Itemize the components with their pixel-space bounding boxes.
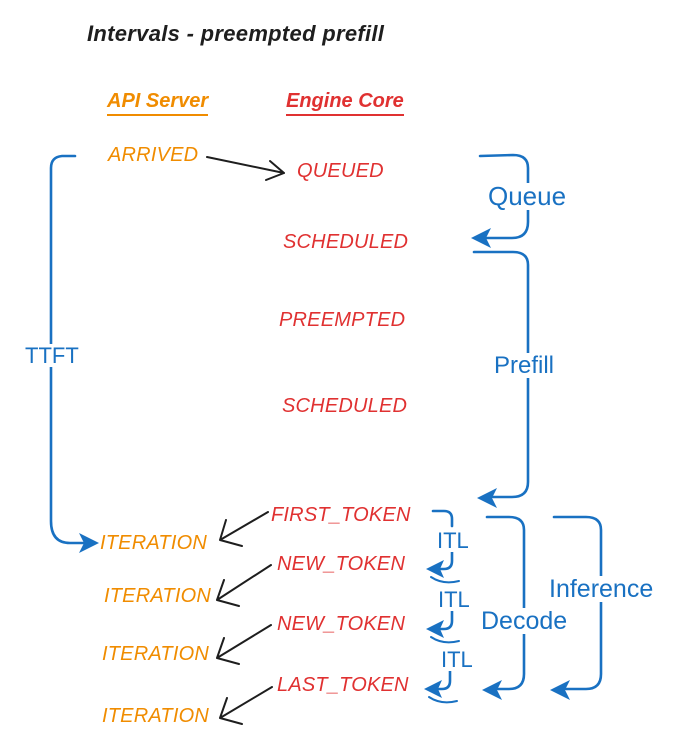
interval-label-itl-2: ITL [435, 588, 473, 611]
event-first-token: FIRST_TOKEN [271, 504, 411, 526]
event-new-token-1: NEW_TOKEN [277, 553, 406, 575]
arrow-arrived-to-queued [206, 156, 285, 181]
event-iteration-1: ITERATION [100, 532, 207, 554]
event-scheduled-1: SCHEDULED [283, 231, 409, 253]
arrow-first-token-to-iteration [219, 511, 269, 547]
arrow-last-token-to-iteration [219, 686, 273, 725]
event-queued: QUEUED [297, 160, 384, 182]
interval-label-prefill: Prefill [491, 353, 558, 378]
itl-bracket-2 [426, 608, 460, 644]
event-preempted: PREEMPTED [279, 309, 406, 331]
event-arrived: ARRIVED [108, 144, 199, 166]
event-last-token: LAST_TOKEN [277, 674, 409, 696]
itl-bracket-1 [426, 509, 460, 584]
event-iteration-2: ITERATION [104, 585, 211, 607]
event-iteration-4: ITERATION [102, 705, 209, 727]
interval-label-inference: Inference [546, 576, 657, 602]
event-scheduled-2: SCHEDULED [282, 395, 408, 417]
column-header-engine-core: Engine Core [286, 90, 404, 116]
itl-bracket-3 [424, 668, 458, 704]
interval-label-itl-3: ITL [438, 648, 476, 671]
arrow-new-token-2-to-iteration [216, 624, 272, 665]
diagram-title: Intervals - preempted prefill [87, 21, 385, 46]
arrow-new-token-1-to-iteration [216, 564, 272, 607]
decode-bracket [482, 515, 526, 700]
event-new-token-2: NEW_TOKEN [277, 613, 406, 635]
prefill-bracket [472, 250, 530, 508]
interval-label-decode: Decode [478, 608, 571, 634]
interval-label-ttft: TTFT [22, 344, 82, 367]
interval-label-itl-1: ITL [434, 529, 472, 552]
column-header-api-server: API Server [107, 90, 209, 116]
event-iteration-3: ITERATION [102, 643, 209, 665]
interval-label-queue: Queue [485, 182, 570, 211]
